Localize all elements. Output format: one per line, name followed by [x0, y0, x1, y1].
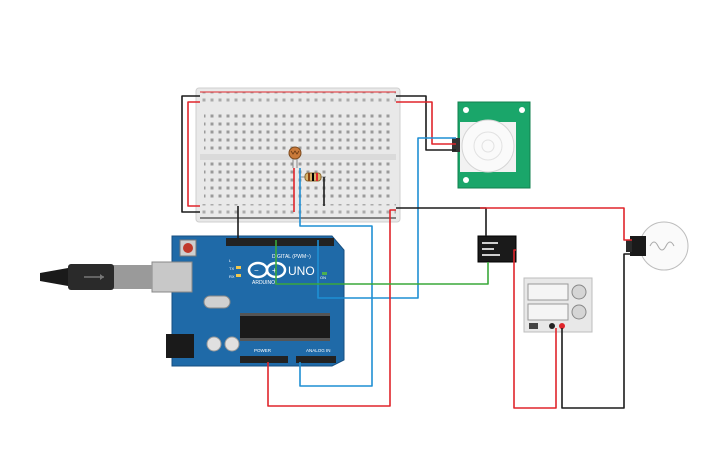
wire-black-breadboard-to-relay[interactable] — [396, 207, 487, 236]
analog-label: ANALOG IN — [306, 348, 331, 353]
terminal-negative[interactable] — [549, 323, 555, 329]
voltage-display — [527, 283, 569, 301]
on-led — [322, 272, 327, 275]
current-knob[interactable] — [571, 304, 587, 320]
wire-blue-pir-signal[interactable] — [317, 137, 456, 299]
pir-motion-sensor[interactable] — [452, 101, 531, 189]
wire-red-pir-vcc[interactable] — [396, 101, 456, 145]
wire-red-relay-to-bulb[interactable] — [480, 207, 632, 241]
relay-module[interactable] — [477, 235, 517, 263]
svg-text:−: − — [254, 266, 259, 275]
resistor[interactable] — [300, 172, 326, 182]
tx-led — [236, 266, 241, 269]
pir-mount-hole-2 — [519, 107, 525, 113]
power-switch[interactable] — [529, 323, 538, 329]
power-label: POWER — [254, 348, 272, 353]
wire-red-arduino-5v[interactable] — [267, 209, 396, 407]
breadboard[interactable] — [195, 87, 401, 223]
terminal-positive[interactable] — [559, 323, 565, 329]
top-power-rail — [200, 92, 396, 106]
pir-mount-hole-1 — [463, 107, 469, 113]
svg-text:+: + — [272, 266, 277, 275]
power-jack — [166, 334, 194, 358]
voltage-knob[interactable] — [571, 284, 587, 300]
pir-mount-hole-3 — [463, 177, 469, 183]
tx-label: TX — [229, 266, 234, 271]
power-supply[interactable] — [523, 277, 593, 333]
pir-pins — [452, 138, 460, 152]
wire-red-relay-to-supply[interactable] — [513, 249, 557, 409]
arduino-uno-board[interactable]: − + UNO ARDUINO DIGITAL (PWM~) TX RX L O… — [151, 235, 345, 367]
wires — [181, 95, 632, 409]
arduino-brand-text: ARDUINO — [252, 280, 275, 286]
capacitor-2 — [224, 336, 240, 352]
terminal-strip-top — [204, 112, 392, 152]
digital-header[interactable] — [226, 238, 334, 246]
wire-green-relay-signal[interactable] — [275, 240, 489, 285]
terminal-strip-bottom — [204, 162, 392, 202]
crystal-oscillator — [203, 295, 231, 309]
wire-black-supply-to-bulb[interactable] — [561, 253, 632, 409]
usb-symbol-icon — [84, 274, 104, 280]
pir-dome — [461, 119, 515, 173]
power-header[interactable] — [240, 356, 288, 363]
bulb-glass — [639, 221, 689, 271]
current-display — [527, 303, 569, 321]
bottom-power-rail — [200, 204, 396, 218]
capacitor-1 — [206, 336, 222, 352]
analog-header[interactable] — [296, 356, 336, 363]
photoresistor[interactable] — [288, 146, 302, 168]
light-bulb[interactable] — [626, 221, 689, 271]
wire-black-left-rail-loop[interactable] — [181, 95, 200, 213]
atmega-chip — [240, 316, 330, 338]
rx-led — [236, 274, 241, 277]
reset-button[interactable] — [179, 239, 197, 257]
l-label: L — [229, 258, 232, 263]
usb-port — [151, 261, 193, 293]
bulb-socket — [630, 236, 646, 256]
wire-blue-photoresistor-a0[interactable] — [299, 168, 373, 387]
uno-logo-text: UNO — [288, 264, 315, 278]
on-label: ON — [320, 275, 326, 280]
usb-cable[interactable] — [40, 264, 152, 290]
wire-red-left-rail-loop[interactable] — [187, 101, 200, 207]
digital-label: DIGITAL (PWM~) — [272, 254, 311, 260]
wire-black-pir-gnd[interactable] — [396, 95, 456, 151]
rx-label: RX — [229, 274, 235, 279]
